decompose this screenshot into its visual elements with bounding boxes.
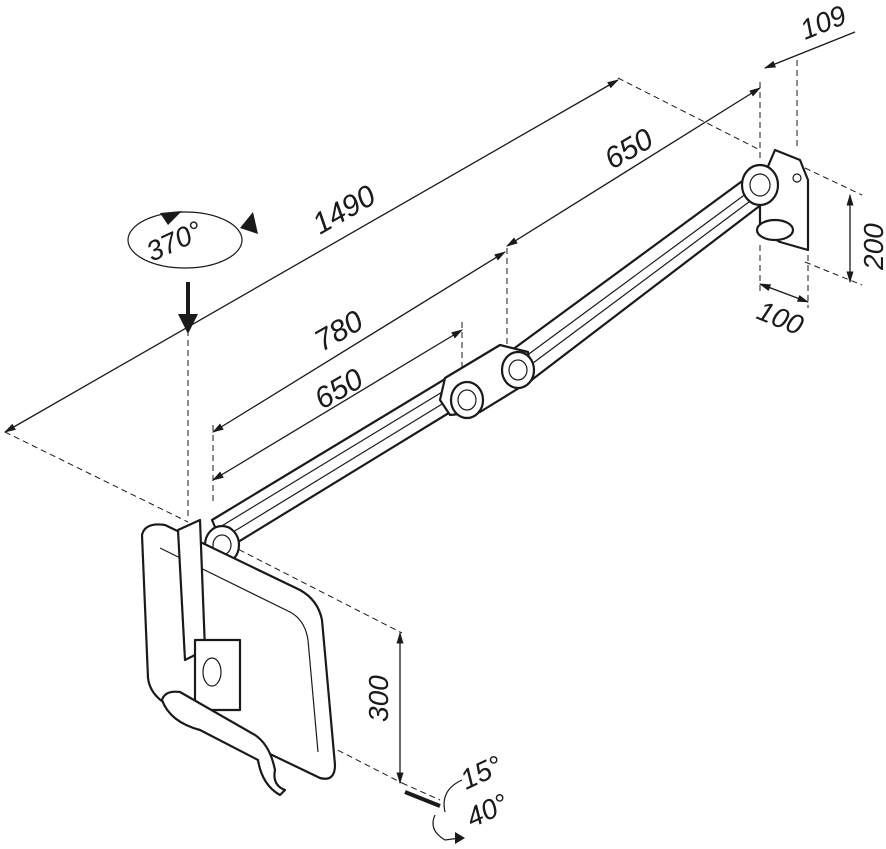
tilt-swivel-symbol [404,779,465,844]
arrow-down-icon [178,314,198,334]
label-650-inner: 650 [309,362,369,416]
label-650-outer: 650 [599,122,659,176]
arm [203,163,780,566]
dim-109 [763,31,856,69]
extension-lines [4,60,863,801]
label-370: 370° [141,215,207,268]
label-780: 780 [309,304,369,358]
dim-650-outer [506,87,761,247]
rotation-symbol [127,211,258,334]
dim-650-inner [211,329,464,481]
label-200: 200 [858,223,886,271]
label-1490: 1490 [307,179,382,241]
dimension-lines [3,31,856,785]
label-300: 300 [363,675,394,722]
label-100: 100 [753,295,808,341]
label-109: 109 [796,0,851,46]
monitor [140,518,337,797]
dim-100 [758,283,810,303]
